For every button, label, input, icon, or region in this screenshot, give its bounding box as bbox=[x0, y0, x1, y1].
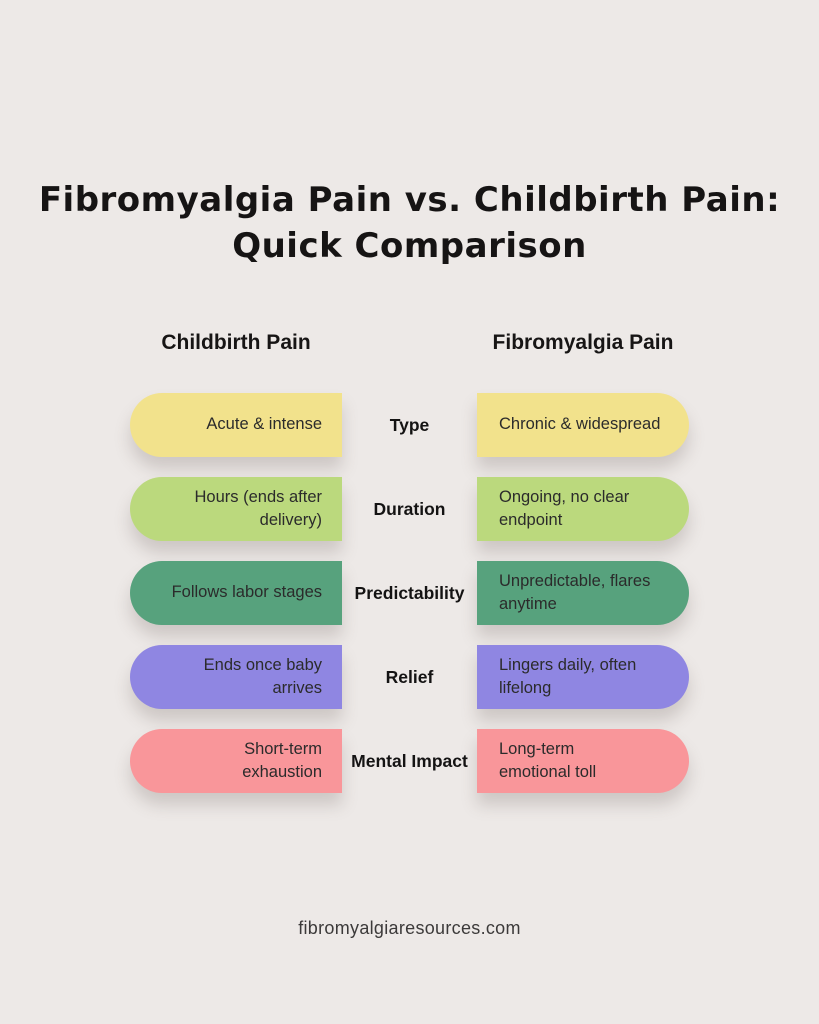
childbirth-pill-text: Hours (ends after delivery) bbox=[194, 487, 322, 529]
fibromyalgia-pill-text: Unpredictable, flares anytime bbox=[499, 571, 651, 613]
fibromyalgia-pill: Ongoing, no clear endpoint bbox=[477, 477, 689, 541]
childbirth-pill: Acute & intense bbox=[130, 393, 342, 457]
row-label: Predictability bbox=[354, 582, 465, 603]
column-header-fibromyalgia: Fibromyalgia Pain bbox=[492, 331, 674, 354]
column-header-spacer bbox=[342, 331, 477, 355]
childbirth-pill: Hours (ends after delivery) bbox=[130, 477, 342, 541]
comparison-row: Hours (ends after delivery) Duration Ong… bbox=[130, 477, 689, 541]
footer-url: fibromyalgiaresources.com bbox=[298, 918, 521, 938]
comparison-row: Follows labor stages Predictability Unpr… bbox=[130, 561, 689, 625]
fibromyalgia-pill: Lingers daily, often lifelong bbox=[477, 645, 689, 709]
row-label: Duration bbox=[373, 498, 446, 519]
comparison-row: Short-term exhaustion Mental Impact Long… bbox=[130, 729, 689, 793]
page-title: Fibromyalgia Pain vs. Childbirth Pain: Q… bbox=[0, 178, 819, 270]
childbirth-pill-text: Follows labor stages bbox=[171, 583, 322, 602]
childbirth-pill-text: Short-term exhaustion bbox=[242, 739, 322, 781]
fibromyalgia-pill: Unpredictable, flares anytime bbox=[477, 561, 689, 625]
comparison-rows: Acute & intense Type Chronic & widesprea… bbox=[130, 393, 689, 793]
page-title-line-1: Fibromyalgia Pain vs. Childbirth Pain: bbox=[38, 180, 781, 220]
fibromyalgia-pill-text: Chronic & widespread bbox=[499, 415, 661, 434]
fibromyalgia-pill-text: Ongoing, no clear endpoint bbox=[499, 487, 630, 529]
fibromyalgia-pill-text: Lingers daily, often lifelong bbox=[499, 655, 637, 697]
comparison-row: Ends once baby arrives Relief Lingers da… bbox=[130, 645, 689, 709]
row-label: Relief bbox=[385, 666, 434, 687]
fibromyalgia-pill-text: Long-term emotional toll bbox=[499, 739, 597, 781]
childbirth-pill: Short-term exhaustion bbox=[130, 729, 342, 793]
fibromyalgia-pill: Long-term emotional toll bbox=[477, 729, 689, 793]
childbirth-pill-text: Ends once baby arrives bbox=[203, 655, 322, 697]
column-headers: Childbirth Pain Fibromyalgia Pain bbox=[130, 331, 689, 355]
comparison-row: Acute & intense Type Chronic & widesprea… bbox=[130, 393, 689, 457]
column-header-childbirth: Childbirth Pain bbox=[161, 331, 311, 354]
childbirth-pill: Follows labor stages bbox=[130, 561, 342, 625]
childbirth-pill-text: Acute & intense bbox=[206, 415, 322, 434]
childbirth-pill: Ends once baby arrives bbox=[130, 645, 342, 709]
fibromyalgia-pill: Chronic & widespread bbox=[477, 393, 689, 457]
row-label: Type bbox=[389, 414, 430, 435]
row-label: Mental Impact bbox=[351, 750, 468, 771]
page-title-line-2: Quick Comparison bbox=[232, 225, 587, 266]
